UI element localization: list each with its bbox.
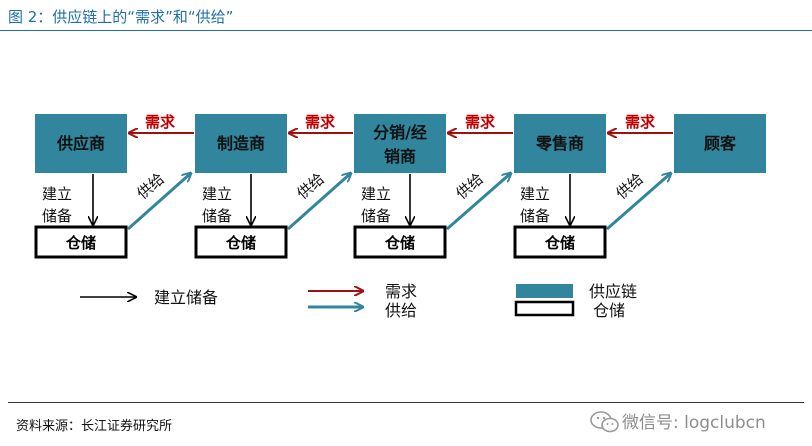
legend: 建立储备 需求 供给 供应链 仓储 <box>80 282 637 320</box>
node-customer: 顾客 <box>674 114 766 173</box>
demand-label: 需求 <box>625 113 656 131</box>
storage-label: 仓储 <box>384 234 415 252</box>
supply-arrow <box>127 173 191 231</box>
storage-box: 仓储 <box>353 225 447 259</box>
node-supplier-label: 供应商 <box>56 134 105 153</box>
node-distributor-label-line1: 分销/经 <box>373 123 427 142</box>
build-label-line1: 建立 <box>202 185 232 203</box>
figure-title: 图 2：供应链上的“需求”和“供给” <box>8 8 234 26</box>
node-retailer-label: 零售商 <box>535 134 584 153</box>
node-distributor-label-line2: 销商 <box>384 147 416 166</box>
footer-divider <box>8 402 804 403</box>
storage-label: 仓储 <box>544 234 575 252</box>
build-label-line1: 建立 <box>361 185 391 203</box>
storage-label: 仓储 <box>225 234 256 252</box>
build-label-line2: 储备 <box>361 207 391 225</box>
legend-storage-label: 仓储 <box>593 301 625 320</box>
build-label-line1: 建立 <box>520 185 550 203</box>
watermark: 微信号: logclubcn <box>622 413 766 433</box>
build-label-line2: 储备 <box>42 207 72 225</box>
supply-arrow <box>606 173 671 231</box>
legend-demand-label: 需求 <box>385 282 417 301</box>
supply-arrow <box>287 173 351 231</box>
node-retailer: 零售商 <box>514 114 606 173</box>
wechat-icon <box>590 411 619 433</box>
supply-arrow <box>446 173 511 231</box>
legend-storage-swatch <box>514 300 575 317</box>
storage-box: 仓储 <box>34 225 128 259</box>
storage-label: 仓储 <box>65 234 96 252</box>
demand-label: 需求 <box>145 113 176 131</box>
node-manufacturer: 制造商 <box>195 114 287 173</box>
node-manufacturer-label: 制造商 <box>217 134 265 153</box>
storage-box: 仓储 <box>194 225 288 259</box>
legend-supply-chain-swatch <box>516 284 573 298</box>
legend-supply-chain-label: 供应链 <box>589 282 637 301</box>
build-label-line1: 建立 <box>42 185 72 203</box>
node-supplier: 供应商 <box>35 114 127 173</box>
storage-box: 仓储 <box>513 225 607 259</box>
demand-label: 需求 <box>305 113 336 131</box>
legend-build-label: 建立储备 <box>154 288 218 307</box>
node-distributor: 分销/经 销商 <box>354 114 446 173</box>
source-note: 资料来源：长江证券研究所 <box>16 419 173 434</box>
demand-label: 需求 <box>465 113 496 131</box>
title-divider <box>0 30 812 31</box>
node-customer-label: 顾客 <box>704 134 737 153</box>
build-label-line2: 储备 <box>520 207 550 225</box>
legend-supply-label: 供给 <box>385 301 417 320</box>
build-label-line2: 储备 <box>202 207 232 225</box>
